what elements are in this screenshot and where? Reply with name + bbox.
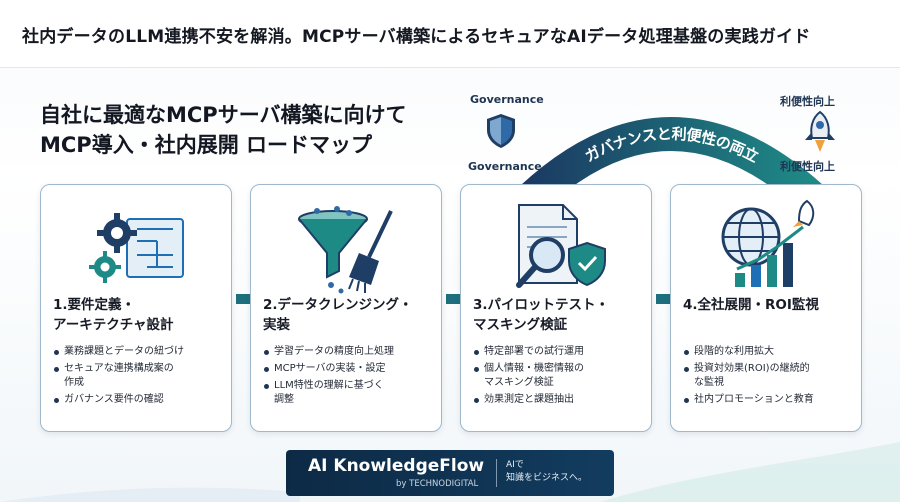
governance-label-bottom: Governance: [468, 160, 542, 173]
bullet-item: LLM特性の理解に基づく 調整: [263, 379, 439, 407]
bullet-item: 特定部署での試行運用: [473, 345, 649, 359]
bullet-item: ガバナンス要件の確認: [53, 393, 229, 407]
shield-icon: [487, 114, 515, 148]
globe-growth-rocket-icon: [721, 199, 815, 287]
step-card-3: 3.パイロットテスト・ マスキング検証 特定部署での試行運用 個人情報・機密情報…: [460, 184, 652, 432]
brand-name: AI KnowledgeFlow: [308, 456, 485, 476]
brand-tagline-line2: 知識をビジネスへ。: [506, 473, 588, 483]
brand-tagline: AIで 知識をビジネスへ。: [506, 459, 610, 485]
bullet-item: 段階的な利用拡大: [683, 345, 859, 359]
roadmap-heading-line1: 自社に最適なMCPサーバ構築に向けて: [40, 103, 407, 127]
roadmap-heading: 自社に最適なMCPサーバ構築に向けて MCP導入・社内展開 ロードマップ: [40, 100, 407, 160]
bullet-item: 業務課題とデータの紐づけ: [53, 345, 229, 359]
footer-wave: [0, 442, 900, 502]
convenience-label-top: 利便性向上: [780, 95, 835, 108]
bullet-item: 投資対効果(ROI)の継続的 な監視: [683, 362, 859, 390]
rocket-icon: [805, 110, 835, 152]
step-3-title-line1: 3.パイロットテスト・: [473, 297, 610, 313]
bullet-item: 学習データの精度向上処理: [263, 345, 439, 359]
step-3-bullets: 特定部署での試行運用 個人情報・機密情報の マスキング検証 効果測定と課題抽出: [473, 345, 649, 410]
step-2-title-line1: 2.データクレンジング・: [263, 297, 413, 313]
step-card-1: 1.要件定義・ アーキテクチャ設計 業務課題とデータの紐づけ セキュアな連携構成…: [40, 184, 232, 432]
brand-byline: by TECHNODIGITAL: [396, 479, 479, 489]
brand-bar: AI KnowledgeFlow by TECHNODIGITAL AIで 知識…: [286, 450, 614, 496]
step-3-title: 3.パイロットテスト・ マスキング検証: [473, 295, 645, 335]
bullet-item: 社内プロモーションと教育: [683, 393, 859, 407]
step-2-title-line2: 実装: [263, 317, 290, 333]
governance-arc: ガバナンスと利便性の両立: [520, 117, 824, 210]
step-4-bullets: 段階的な利用拡大 投資対効果(ROI)の継続的 な監視 社内プロモーションと教育: [683, 345, 859, 410]
step-2-title: 2.データクレンジング・ 実装: [263, 295, 435, 335]
brand-tagline-line1: AIで: [506, 460, 524, 470]
governance-label-top: Governance: [470, 93, 544, 106]
funnel-broom-icon: [298, 206, 393, 294]
roadmap-heading-line2: MCP導入・社内展開 ロードマップ: [40, 133, 373, 157]
step-card-4: 4.全社展開・ROI監視 段階的な利用拡大 投資対効果(ROI)の継続的 な監視…: [670, 184, 862, 432]
bullet-item: 効果測定と課題抽出: [473, 393, 649, 407]
bullet-item: MCPサーバの実装・設定: [263, 362, 439, 376]
step-1-title-line2: アーキテクチャ設計: [53, 317, 174, 333]
document-magnifier-shield-icon: [516, 204, 606, 288]
bullet-item: セキュアな連携構成案の 作成: [53, 362, 229, 390]
brand-divider: [496, 459, 497, 487]
step-4-title: 4.全社展開・ROI監視: [683, 295, 855, 315]
bullet-item: 個人情報・機密情報の マスキング検証: [473, 362, 649, 390]
step-1-bullets: 業務課題とデータの紐づけ セキュアな連携構成案の 作成 ガバナンス要件の確認: [53, 345, 229, 410]
convenience-label-bottom: 利便性向上: [780, 160, 835, 173]
gears-blueprint-icon: [89, 213, 184, 283]
step-1-title: 1.要件定義・ アーキテクチャ設計: [53, 295, 225, 335]
step-4-title-line1: 4.全社展開・ROI監視: [683, 297, 819, 313]
header-bar: [0, 0, 900, 68]
step-card-2: 2.データクレンジング・ 実装 学習データの精度向上処理 MCPサーバの実装・設…: [250, 184, 442, 432]
step-2-bullets: 学習データの精度向上処理 MCPサーバの実装・設定 LLM特性の理解に基づく 調…: [263, 345, 439, 410]
step-3-title-line2: マスキング検証: [473, 317, 568, 333]
page-title: 社内データのLLM連携不安を解消。MCPサーバ構築によるセキュアなAIデータ処理…: [22, 27, 811, 47]
step-1-title-line1: 1.要件定義・: [53, 297, 136, 313]
